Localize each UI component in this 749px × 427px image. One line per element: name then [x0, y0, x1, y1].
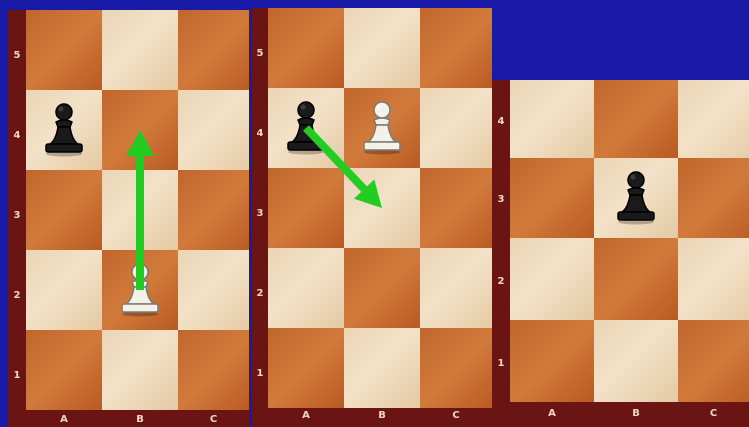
- rank-label: 2: [252, 288, 268, 300]
- black-pawn-icon[interactable]: [42, 100, 86, 158]
- rank-label: 3: [492, 194, 510, 206]
- file-label: C: [178, 414, 249, 426]
- square-b3[interactable]: [344, 168, 420, 248]
- rank-label: 5: [8, 50, 26, 62]
- chess-board-1: 5 4 3 2 1 A B C: [8, 10, 249, 427]
- rank-label: 3: [8, 210, 26, 222]
- rank-label: 1: [252, 368, 268, 380]
- square-a1[interactable]: [510, 320, 594, 402]
- square-c3[interactable]: [678, 158, 749, 238]
- square-c3[interactable]: [420, 168, 492, 248]
- square-c2[interactable]: [678, 238, 749, 320]
- file-label: A: [510, 408, 594, 420]
- file-label: A: [26, 414, 102, 426]
- square-a1[interactable]: [268, 328, 344, 408]
- square-c5[interactable]: [420, 8, 492, 88]
- white-pawn-icon[interactable]: [118, 260, 162, 318]
- square-c4[interactable]: [420, 88, 492, 168]
- file-label: B: [102, 414, 178, 426]
- chess-board-2: 5 4 3 2 1 A B C: [252, 8, 492, 427]
- square-c4[interactable]: [678, 80, 749, 158]
- rank-label: 1: [8, 370, 26, 382]
- square-a5[interactable]: [26, 10, 102, 90]
- square-b4[interactable]: [594, 80, 678, 158]
- square-b1[interactable]: [344, 328, 420, 408]
- rank-label: 1: [492, 358, 510, 370]
- square-a4[interactable]: [510, 80, 594, 158]
- square-a1[interactable]: [26, 330, 102, 410]
- rank-label: 4: [252, 128, 268, 140]
- file-label: B: [344, 410, 420, 422]
- square-c1[interactable]: [678, 320, 749, 402]
- square-b4[interactable]: [102, 90, 178, 170]
- square-a3[interactable]: [510, 158, 594, 238]
- square-b2[interactable]: [594, 238, 678, 320]
- file-label: A: [268, 410, 344, 422]
- square-c2[interactable]: [178, 250, 249, 330]
- white-pawn-icon[interactable]: [360, 98, 404, 156]
- square-a3[interactable]: [268, 168, 344, 248]
- square-a2[interactable]: [510, 238, 594, 320]
- square-c4[interactable]: [178, 90, 249, 170]
- rank-label: 4: [492, 116, 510, 128]
- black-pawn-icon[interactable]: [284, 98, 328, 156]
- chess-board-3: 4 3 2 1 A B C: [492, 80, 749, 427]
- square-a3[interactable]: [26, 170, 102, 250]
- rank-label: 3: [252, 208, 268, 220]
- rank-label: 4: [8, 130, 26, 142]
- square-a2[interactable]: [268, 248, 344, 328]
- square-b2[interactable]: [344, 248, 420, 328]
- square-b3[interactable]: [102, 170, 178, 250]
- rank-label: 2: [492, 276, 510, 288]
- file-label: C: [420, 410, 492, 422]
- square-b1[interactable]: [102, 330, 178, 410]
- rank-label: 5: [252, 48, 268, 60]
- square-a5[interactable]: [268, 8, 344, 88]
- square-c5[interactable]: [178, 10, 249, 90]
- black-pawn-icon[interactable]: [614, 168, 658, 226]
- square-b5[interactable]: [344, 8, 420, 88]
- square-b5[interactable]: [102, 10, 178, 90]
- rank-label: 2: [8, 290, 26, 302]
- square-a2[interactable]: [26, 250, 102, 330]
- square-c1[interactable]: [178, 330, 249, 410]
- file-label: C: [678, 408, 749, 420]
- square-b1[interactable]: [594, 320, 678, 402]
- square-c1[interactable]: [420, 328, 492, 408]
- square-c3[interactable]: [178, 170, 249, 250]
- file-label: B: [594, 408, 678, 420]
- square-c2[interactable]: [420, 248, 492, 328]
